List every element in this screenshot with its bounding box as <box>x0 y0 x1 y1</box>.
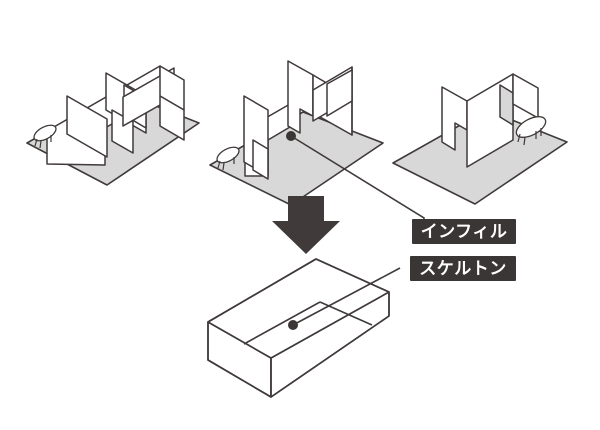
skeleton-leader-line <box>292 267 401 326</box>
bathtub-fixture <box>33 124 57 149</box>
wall-panel-right <box>512 73 539 119</box>
wall-panel-partition-shaded <box>499 84 514 126</box>
label-skeleton-text: スケルトン <box>419 259 507 279</box>
label-infill[interactable]: インフィル <box>412 219 516 244</box>
wall-panel-partition-inner <box>252 139 269 180</box>
label-infill-text: インフィル <box>421 222 508 242</box>
label-skeleton[interactable]: スケルトン <box>410 256 516 281</box>
empty-skeleton-box <box>207 258 401 398</box>
down-arrow <box>272 196 340 254</box>
box-rim-edge <box>207 258 390 398</box>
wall-panel-cross-a <box>66 95 108 158</box>
unit-plan-variant-1 <box>26 65 200 186</box>
wall-panel-right-tall <box>326 69 353 117</box>
wall-panel-right-return <box>159 95 185 141</box>
unit-plan-variant-2 <box>209 60 425 222</box>
bathtub-fixture <box>515 116 547 146</box>
unit-plan-variant-3 <box>392 73 568 205</box>
label-skeleton-box <box>410 256 516 281</box>
bathtub-fixture <box>216 146 240 171</box>
label-infill-box <box>412 219 516 244</box>
